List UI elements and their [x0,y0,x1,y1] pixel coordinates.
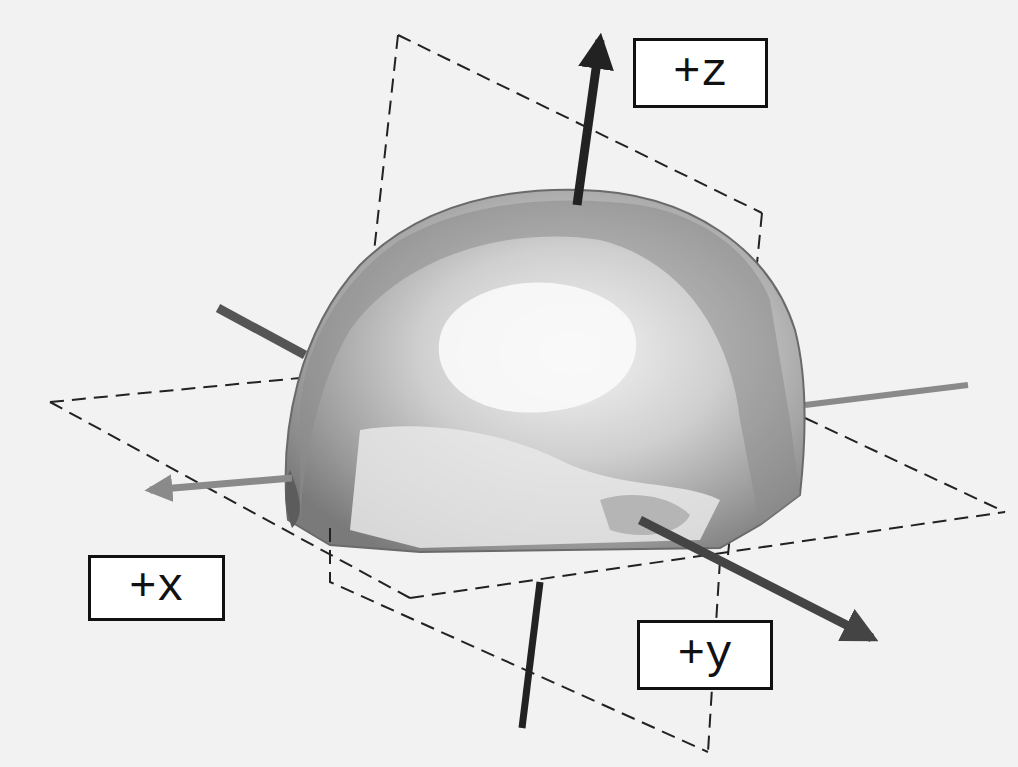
x-axis-positive [150,478,292,490]
reference-planes-front [50,402,1005,752]
reference-planes [50,35,1005,555]
axis-label-box: +z [633,38,768,108]
x-axis-back [218,308,305,355]
ear-region [600,495,690,535]
axis-label-box: +x [88,555,225,621]
axis-label-box: +y [637,620,773,690]
z-axis-negative [522,582,540,728]
horizontal-plane-right [805,418,1005,512]
vertical-plane-left [372,35,398,270]
horizontal-plane-back [50,378,300,402]
head-highlight [439,283,636,413]
axis-label: +y [677,632,732,678]
z-axis-positive [577,40,600,205]
head-surface [286,190,805,552]
y-axis-back [805,385,968,405]
vertical-plane-top [398,35,762,213]
axis-label: +x [129,565,184,611]
axis-label: +z [673,50,728,96]
